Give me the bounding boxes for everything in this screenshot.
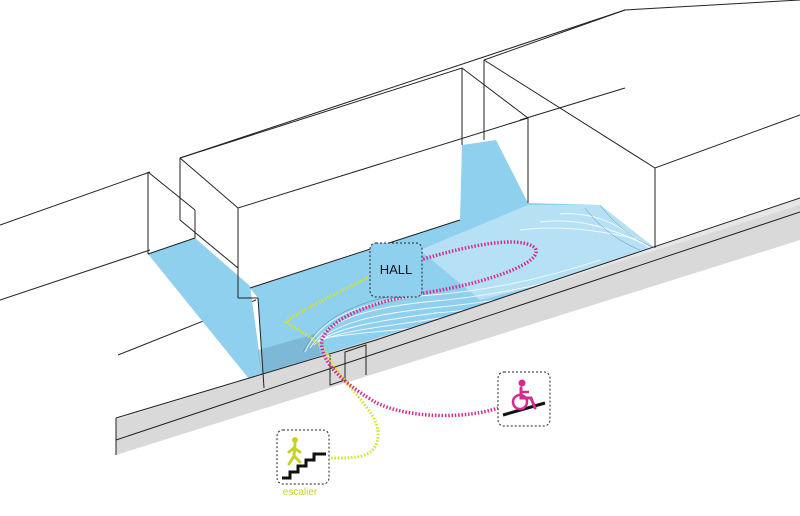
sidewalk-edge (115, 197, 800, 419)
sidewalk-notch (329, 344, 367, 386)
ramp-path (320, 240, 538, 418)
sidewalk-edge-lower (115, 211, 800, 441)
sidewalk (115, 197, 800, 455)
hall-label-frame (369, 242, 423, 298)
stair-walker-icon (282, 437, 326, 480)
stair-box: escalier (276, 429, 330, 498)
floor-left-wing (148, 238, 264, 390)
hall-label-box: HALL (369, 242, 423, 298)
stair-label: escalier (283, 487, 318, 498)
wheelchair-box (497, 371, 551, 427)
buildings (147, 0, 800, 389)
wheelchair-ramp-icon (502, 379, 546, 417)
stair-path (283, 274, 380, 460)
street-lines (0, 9, 626, 356)
sidewalk-front (116, 205, 800, 455)
hall-label: HALL (380, 262, 413, 277)
